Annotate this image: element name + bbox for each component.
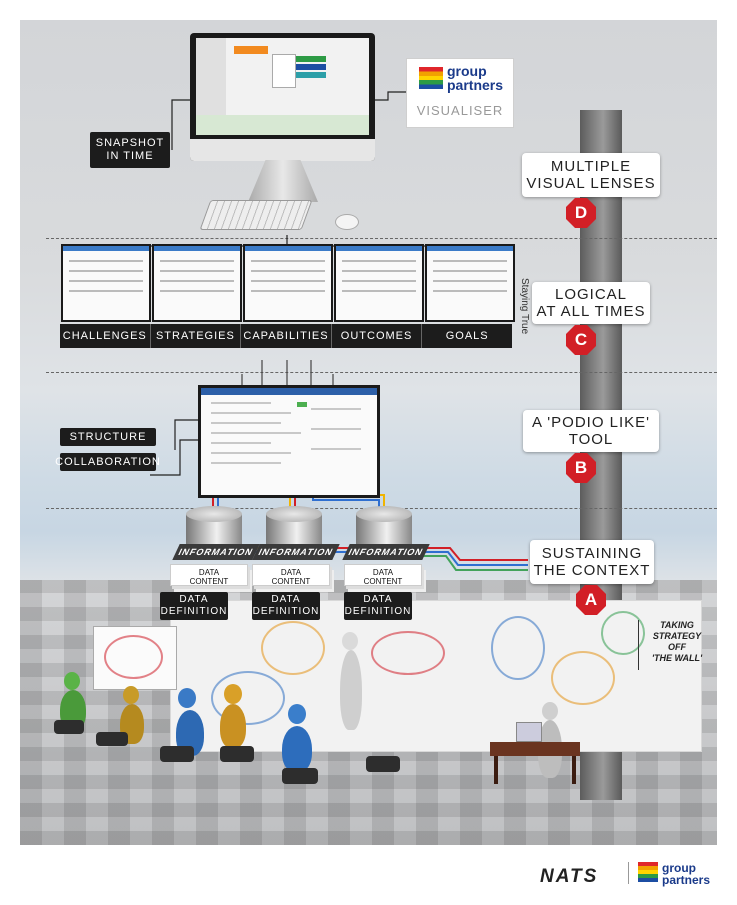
stage-d-badge: D (566, 198, 596, 228)
person-head (542, 702, 558, 720)
chair (96, 732, 128, 746)
person-head (342, 632, 358, 650)
category-bar: CHALLENGES STRATEGIES CAPABILITIES OUTCO… (60, 324, 512, 348)
laptop (516, 722, 542, 742)
information-label: INFORMATION (342, 544, 430, 560)
caption-rule (638, 620, 639, 670)
lens-thumbnail (61, 244, 151, 322)
visualiser-label: VISUALISER (416, 103, 504, 118)
keyboard (199, 200, 313, 230)
footer-separator (628, 862, 629, 884)
chair (282, 768, 318, 784)
audience-person-blue-2 (282, 726, 312, 772)
mouse (335, 214, 359, 230)
monitor-chin (190, 139, 375, 161)
lens-thumbnail (425, 244, 515, 322)
person-head (178, 688, 196, 708)
person-head (64, 672, 80, 690)
footer-group-partners-stripes (638, 862, 658, 882)
divider-line (46, 372, 717, 373)
person-head (123, 686, 139, 704)
group-partners-logo-stripes (419, 67, 443, 89)
information-label: INFORMATION (252, 544, 340, 560)
group-partners-visualiser: group partners VISUALISER (406, 58, 514, 128)
imac-monitor (190, 33, 375, 161)
desk-leg (494, 756, 498, 784)
snapshot-in-time-label: SNAPSHOT IN TIME (90, 132, 170, 168)
footer-group-partners-wordmark: group partners (662, 861, 711, 887)
category-outcomes: OUTCOMES (330, 324, 422, 348)
divider-line (46, 238, 717, 239)
stage-b-badge: B (566, 453, 596, 483)
audience-person-orange (220, 704, 246, 748)
visualiser-screen (196, 38, 369, 135)
group-partners-wordmark: group partners (447, 63, 504, 93)
podio-tool-screen (198, 385, 380, 498)
nats-logo: NATS (540, 866, 599, 887)
staying-true-text: Staying True (519, 278, 530, 335)
structure-label: STRUCTURE (60, 428, 156, 446)
desk-leg (572, 756, 576, 784)
category-goals: GOALS (421, 324, 512, 348)
strategy-wall (170, 600, 702, 752)
presenter-person (340, 650, 362, 730)
stage-b-label: A 'PODIO LIKE'TOOL (523, 410, 659, 452)
desk (490, 742, 580, 756)
information-label: INFORMATION (172, 544, 260, 560)
lens-thumbnail (152, 244, 242, 322)
category-challenges: CHALLENGES (62, 330, 147, 342)
chair (54, 720, 84, 734)
person-head (288, 704, 306, 724)
taking-strategy-caption: TAKING STRATEGY OFF 'THE WALL' (651, 620, 703, 663)
lens-thumbnail (334, 244, 424, 322)
category-strategies: STRATEGIES (149, 324, 241, 348)
stage-c-badge: C (566, 325, 596, 355)
person-head (224, 684, 242, 704)
chair (160, 746, 194, 762)
chair (366, 756, 400, 772)
chair (220, 746, 254, 762)
lens-thumbnail (243, 244, 333, 322)
collaboration-label: COLLABORATION (55, 453, 160, 471)
stage-a-badge: A (576, 585, 606, 615)
category-capabilities: CAPABILITIES (240, 324, 331, 348)
